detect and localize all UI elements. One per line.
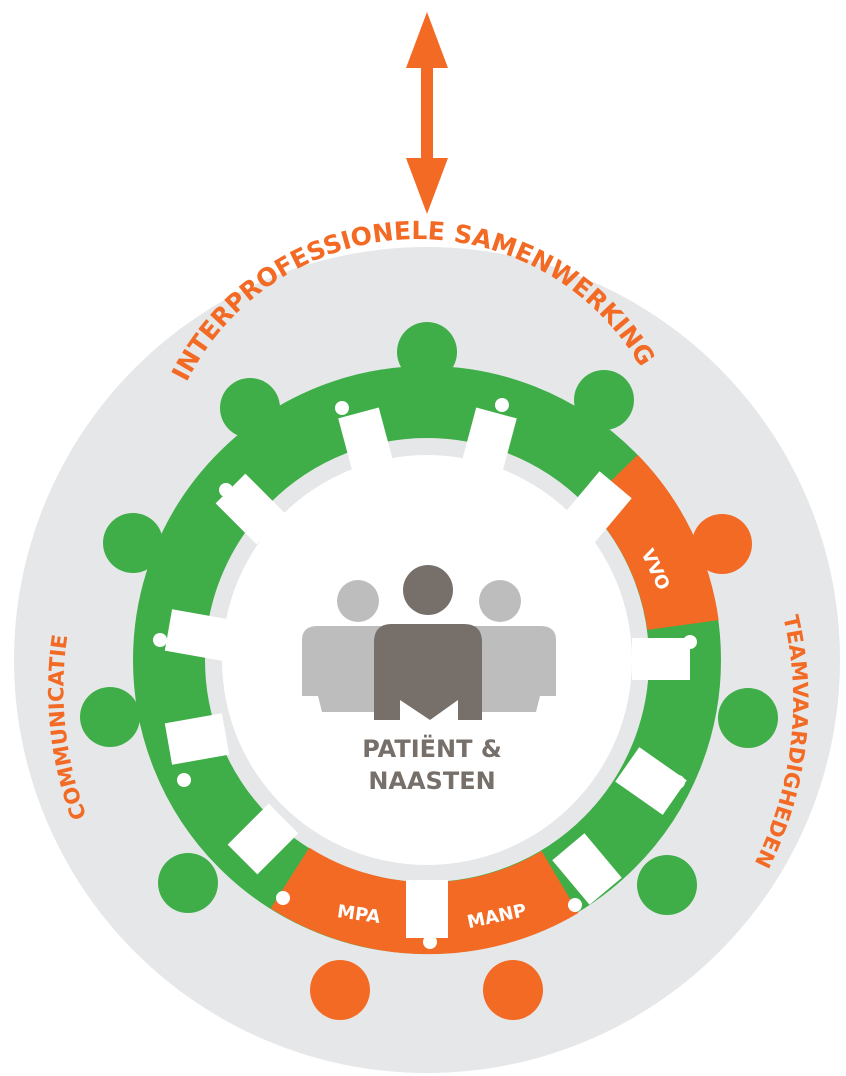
head-green [158,853,218,913]
head-orange [483,960,543,1020]
head-green [397,322,457,382]
head-green [220,378,280,438]
center-label-line1: PATIËNT & [362,734,502,763]
figure-heads [80,322,778,1020]
head-green [103,513,163,573]
head-green [574,370,634,430]
figure-gaps [164,407,690,938]
head-green [637,855,697,915]
head-green [80,687,140,747]
center-label-line2: NAASTEN [368,767,495,795]
head-green [718,688,778,748]
head-orange [692,514,752,574]
double-arrow-icon [406,12,448,214]
head-orange [310,960,370,1020]
patient-group-icon [302,565,556,720]
